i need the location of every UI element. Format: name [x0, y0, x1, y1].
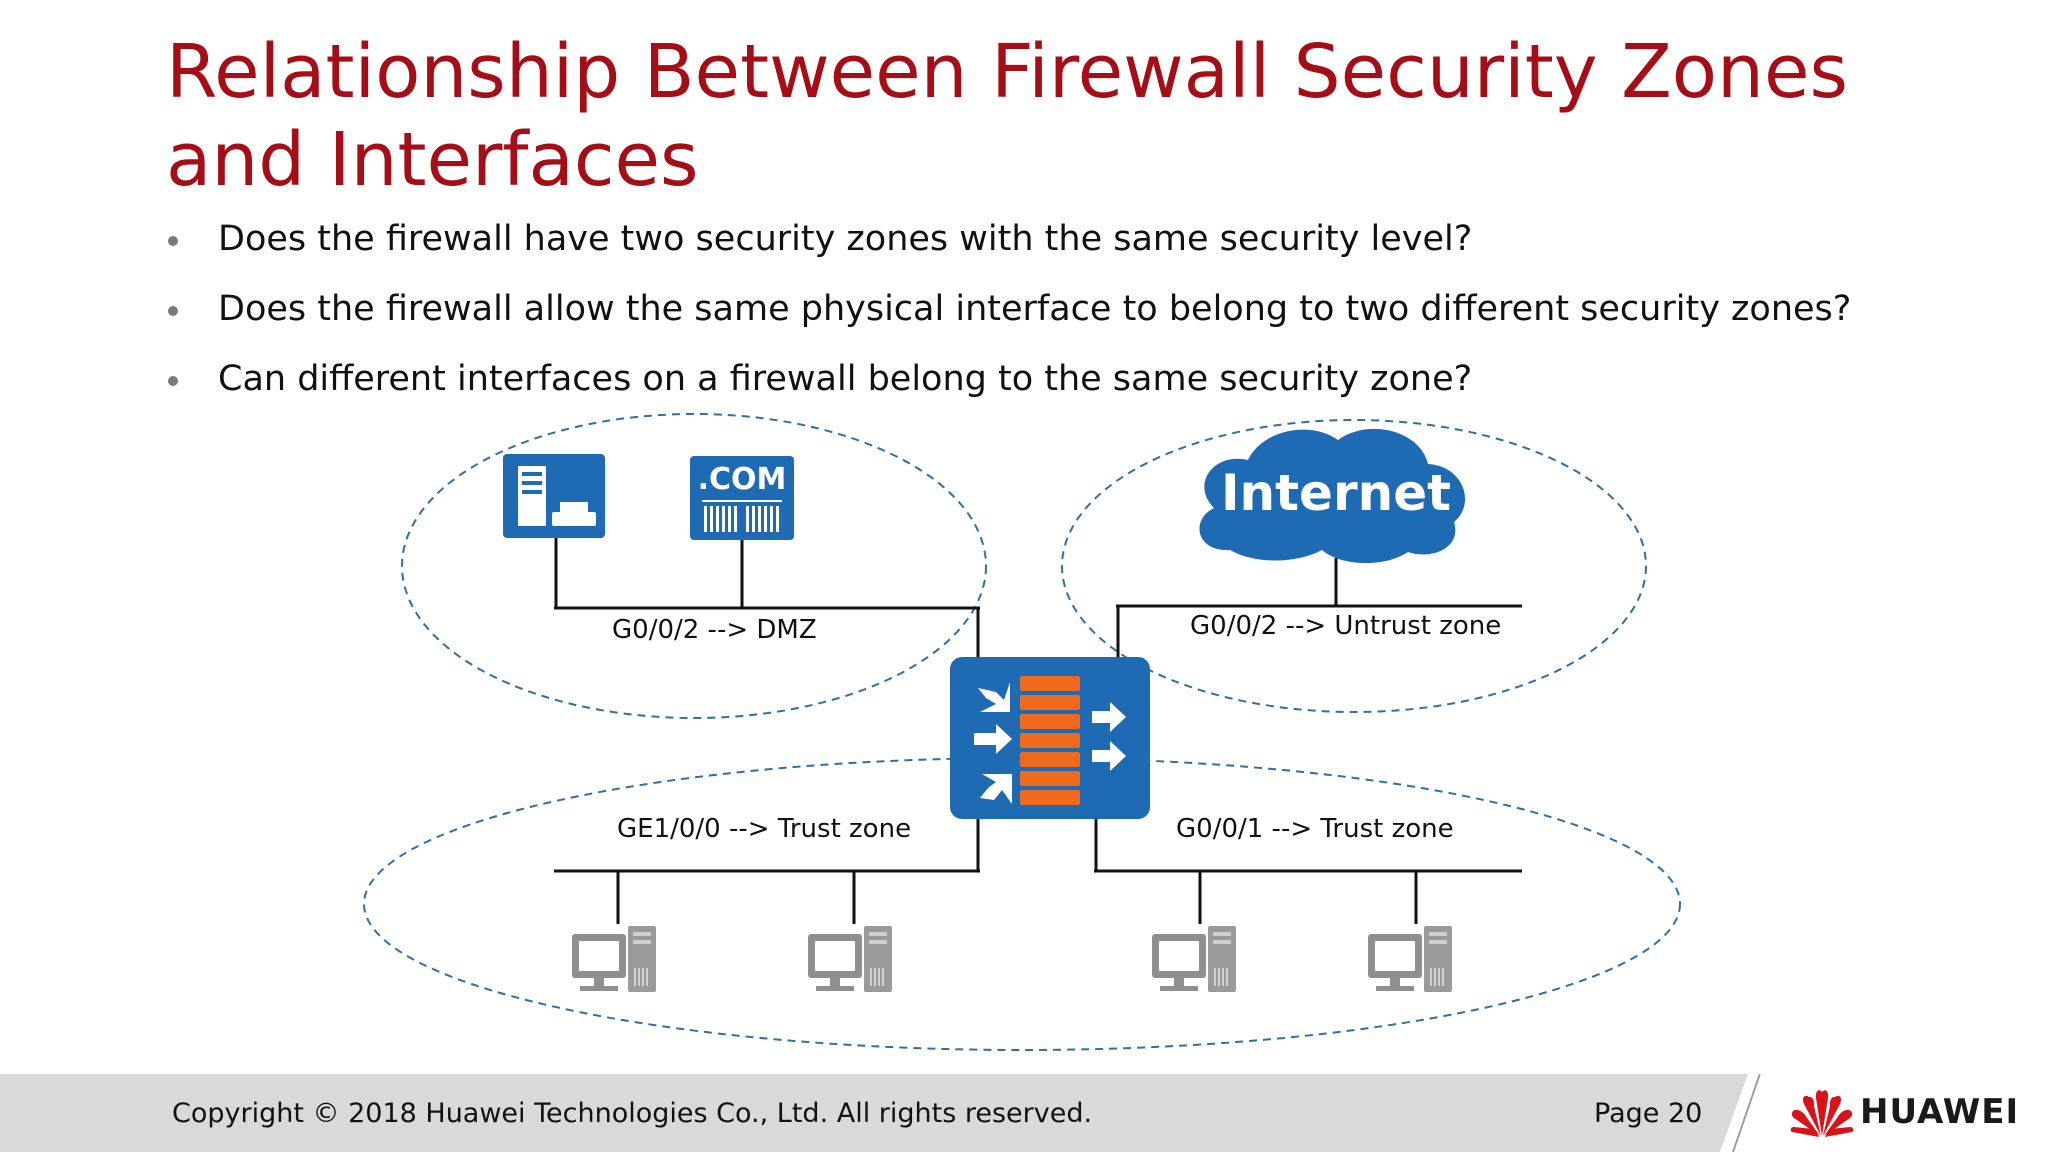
- brand-name: HUAWEI: [1860, 1092, 2020, 1132]
- zone-diagram: .COM Internet: [363, 413, 1681, 1051]
- slide-title-line-2: and Interfaces: [166, 117, 699, 203]
- footer: Copyright © 2018 Huawei Technologies Co.…: [0, 1074, 2048, 1152]
- copyright-text: Copyright © 2018 Huawei Technologies Co.…: [172, 1098, 1093, 1129]
- firewall-icon: [950, 657, 1150, 819]
- logo-area: [1720, 1074, 2048, 1152]
- trust-left-interface-label: GE1/0/0 --> Trust zone: [617, 814, 911, 844]
- dmz-interface-label: G0/0/2 --> DMZ: [612, 615, 817, 645]
- untrust-zone-boundary: [1061, 419, 1647, 713]
- untrust-interface-label: G0/0/2 --> Untrust zone: [1190, 611, 1501, 641]
- pc-icon: [1152, 926, 1236, 992]
- page-number: Page 20: [1594, 1098, 1703, 1129]
- pc-icon: [572, 926, 656, 992]
- dmz-zone-boundary: [401, 413, 987, 719]
- internet-label: Internet: [1221, 464, 1451, 522]
- trust-right-interface-label: G0/0/1 --> Trust zone: [1176, 814, 1454, 844]
- question-item: Does the firewall allow the same physica…: [166, 288, 1851, 358]
- internet-cloud-icon: Internet: [1199, 428, 1466, 564]
- pc-icon: [1368, 926, 1452, 992]
- pc-icon: [808, 926, 892, 992]
- question-list: Does the firewall have two security zone…: [166, 218, 1851, 428]
- question-item: Can different interfaces on a firewall b…: [166, 358, 1851, 428]
- web-server-icon: .COM: [690, 456, 794, 540]
- huawei-logo-icon: [1790, 1090, 1854, 1137]
- print-server-icon: [503, 454, 605, 538]
- network-links: [554, 536, 1522, 924]
- question-item: Does the firewall have two security zone…: [166, 218, 1851, 288]
- slide-title-line-1: Relationship Between Firewall Security Z…: [166, 29, 1849, 115]
- web-server-label: .COM: [698, 462, 787, 497]
- slide-title: Relationship Between Firewall Security Z…: [166, 28, 2026, 204]
